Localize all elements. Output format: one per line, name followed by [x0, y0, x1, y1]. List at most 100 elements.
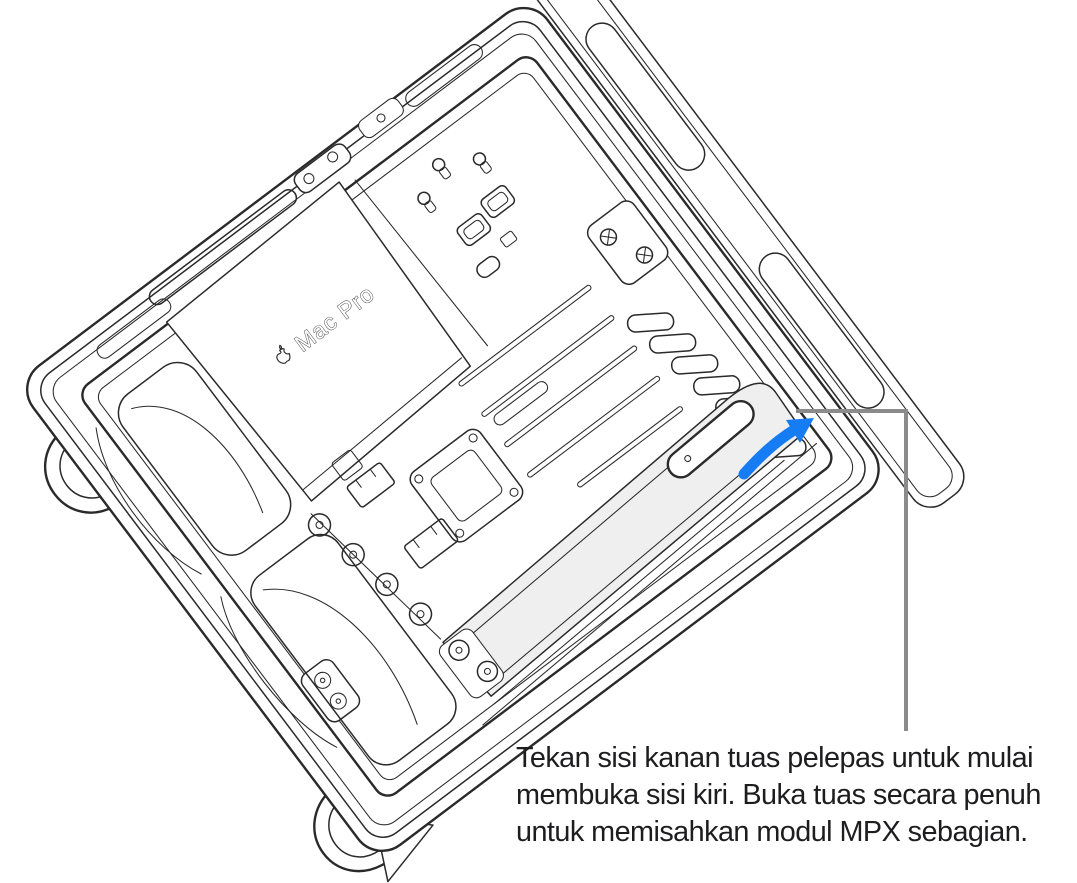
standoff-center — [382, 580, 391, 589]
standoff — [375, 572, 399, 597]
standoff-stem — [479, 161, 492, 174]
top-io-area — [354, 152, 518, 347]
standoff-stem — [424, 200, 437, 214]
connector-notch — [412, 539, 420, 549]
pcie-slot — [577, 406, 683, 488]
slot-cover-screws — [599, 228, 654, 264]
handle-cutout — [758, 252, 885, 409]
standoff-center — [416, 610, 425, 619]
standoff-center — [349, 550, 358, 559]
screw-center — [319, 677, 326, 684]
standoff-center — [315, 520, 324, 529]
bracket-screw — [455, 528, 465, 538]
psu-cover: Mac Pro — [165, 181, 472, 502]
port-inner — [463, 219, 485, 240]
screw-cross — [642, 247, 647, 263]
foot-loop — [43, 429, 120, 514]
slot-fin — [693, 375, 741, 396]
standoff-post — [472, 152, 487, 166]
pcie-slot — [527, 375, 661, 478]
standoff — [476, 660, 499, 683]
screw-cross — [606, 229, 610, 245]
release-lever[interactable] — [663, 396, 759, 483]
latch-screw — [303, 173, 315, 185]
apple-leaf — [279, 344, 283, 350]
case-wall-line — [52, 33, 854, 826]
board-edge — [310, 513, 442, 640]
latch-screw — [327, 151, 339, 163]
standoff — [307, 513, 332, 537]
standoff — [408, 602, 433, 626]
front-panel-band — [95, 427, 361, 748]
psu-fold-line — [302, 357, 463, 491]
standoff-screws — [307, 513, 433, 626]
cpu-bracket-inner — [430, 449, 503, 522]
caption-line: membuka sisi kiri. Buka tuas secara penu… — [516, 779, 1041, 811]
slot-fin — [626, 312, 675, 333]
pcie-slot-covers — [586, 200, 807, 459]
apple-logo-icon — [276, 344, 291, 364]
mac-pro-device: Mac Pro — [25, 0, 965, 883]
screw-center — [335, 698, 342, 704]
psu-panel — [165, 181, 472, 502]
connector-notch — [430, 525, 438, 535]
dimm-cover — [482, 442, 818, 726]
arrow-head — [786, 418, 814, 443]
fan-cowling — [250, 533, 457, 766]
front-panel-crease — [220, 596, 338, 748]
standoff-posts — [417, 152, 492, 214]
connector-notch — [355, 479, 362, 488]
slot-fin — [670, 354, 719, 375]
direction-arrow-icon — [738, 418, 814, 480]
philips-screw — [599, 228, 618, 246]
top-rail-inner-line — [542, 0, 953, 498]
top-handles-band — [532, 0, 965, 508]
caption-line: untuk memisahkan modul MPX sebagian. — [516, 816, 1028, 848]
board-chip — [331, 449, 363, 481]
standoff-center — [483, 667, 491, 675]
standoff-center — [455, 646, 463, 654]
standoff-post — [417, 191, 431, 206]
lever-detent — [684, 455, 692, 463]
usbc-port — [476, 255, 501, 279]
dimm-cover-line — [493, 459, 785, 705]
cooling-fans — [117, 361, 457, 766]
standoff-stem — [438, 166, 452, 180]
foot-loop-inner — [59, 440, 111, 499]
callout-line — [796, 409, 908, 731]
top-rail-outline — [532, 0, 965, 508]
latch-slot — [148, 189, 298, 306]
rim-vent-slot — [96, 298, 172, 359]
apple-body — [276, 348, 291, 364]
bracket-screw — [314, 671, 332, 689]
pcie-slot — [481, 315, 615, 417]
board-connector — [346, 462, 395, 508]
release-lever-pill[interactable] — [663, 396, 759, 483]
bracket-screw — [509, 487, 519, 497]
case-silhouette — [25, 6, 880, 853]
slot-fin — [648, 333, 697, 354]
latch-slot — [405, 44, 483, 107]
bracket-screw — [414, 474, 424, 484]
arrow-shaft — [738, 424, 800, 480]
small-port — [499, 230, 518, 248]
pcie-slot — [504, 345, 638, 448]
philips-screw — [635, 246, 654, 264]
bracket-screw — [468, 433, 478, 443]
front-panel-crease — [95, 427, 202, 575]
mpx-end-notch — [438, 628, 504, 699]
slot-cover-plate — [586, 200, 669, 285]
fan-curve — [131, 405, 264, 514]
cpu-bracket-outer — [409, 428, 524, 543]
standoff — [448, 639, 470, 661]
io-divider-line — [354, 179, 489, 347]
thunderbolt-port — [480, 184, 516, 219]
caption-text: Tekan sisi kanan tuas pelepas untuk mula… — [516, 740, 1076, 851]
dimm-cover-line — [482, 442, 818, 726]
latch-rod — [293, 143, 352, 194]
latch-screw — [376, 113, 386, 123]
standoff-post — [431, 157, 446, 172]
connector-notch — [369, 468, 377, 477]
